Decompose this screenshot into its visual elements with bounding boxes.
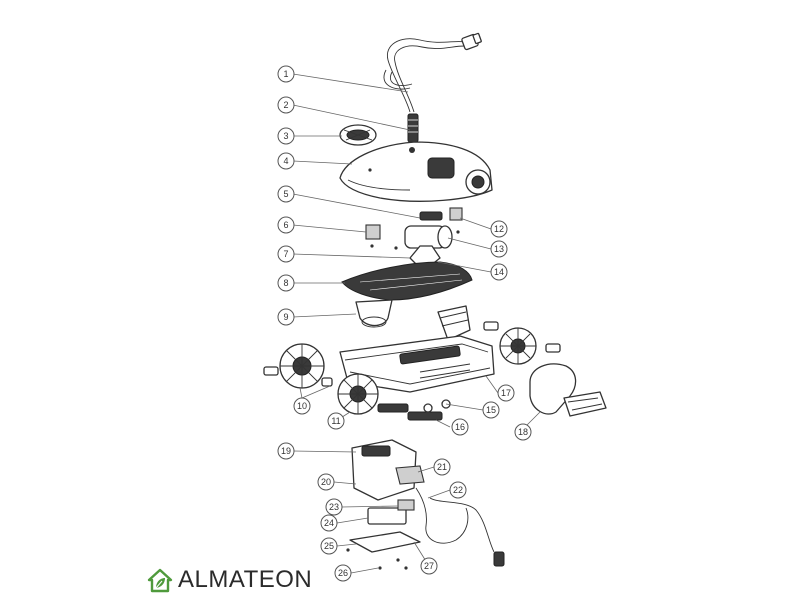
callout-26: 26 xyxy=(334,564,352,582)
callout-6: 6 xyxy=(277,216,295,234)
brand-name: ALMATEON xyxy=(178,566,313,593)
part-power-supply xyxy=(349,439,505,567)
brand-logo: ALMATEON xyxy=(146,566,312,594)
svg-text:25: 25 xyxy=(324,541,334,551)
callout-10: 10 xyxy=(293,397,311,415)
svg-text:12: 12 xyxy=(494,224,504,234)
callout-16: 16 xyxy=(451,418,469,436)
svg-text:15: 15 xyxy=(486,405,496,415)
callout-15: 15 xyxy=(482,401,500,419)
svg-text:16: 16 xyxy=(455,422,465,432)
callout-25: 25 xyxy=(320,537,338,555)
svg-text:7: 7 xyxy=(283,249,288,259)
svg-text:13: 13 xyxy=(494,244,504,254)
callout-4: 4 xyxy=(277,152,295,170)
callout-20: 20 xyxy=(317,473,335,491)
callout-7: 7 xyxy=(277,245,295,263)
svg-text:27: 27 xyxy=(424,561,434,571)
callout-2: 2 xyxy=(277,96,295,114)
part-floating-cable xyxy=(383,32,482,113)
part-swivel xyxy=(407,113,419,143)
callout-9: 9 xyxy=(277,308,295,326)
part-top-cover xyxy=(339,141,493,202)
svg-text:5: 5 xyxy=(283,189,288,199)
svg-text:20: 20 xyxy=(321,477,331,487)
part-filter-grid xyxy=(341,261,473,301)
callout-1: 1 xyxy=(277,65,295,83)
part-screws xyxy=(346,548,408,570)
callout-3: 3 xyxy=(277,127,295,145)
callout-14: 14 xyxy=(490,263,508,281)
callout-12: 12 xyxy=(490,220,508,238)
callout-17: 17 xyxy=(497,384,515,402)
callout-22: 22 xyxy=(449,481,467,499)
part-motor-assembly xyxy=(365,207,463,267)
svg-text:18: 18 xyxy=(518,427,528,437)
callout-8: 8 xyxy=(277,274,295,292)
callout-5: 5 xyxy=(277,185,295,203)
part-filter-bags xyxy=(529,363,607,417)
svg-text:24: 24 xyxy=(324,518,334,528)
callout-19: 19 xyxy=(277,442,295,460)
callout-11: 11 xyxy=(327,412,345,430)
svg-text:14: 14 xyxy=(494,267,504,277)
svg-text:10: 10 xyxy=(297,401,307,411)
svg-text:2: 2 xyxy=(283,100,288,110)
svg-text:22: 22 xyxy=(453,485,463,495)
callout-18: 18 xyxy=(514,423,532,441)
leader-lines xyxy=(292,73,541,574)
svg-text:23: 23 xyxy=(329,502,339,512)
part-impeller-cap xyxy=(339,124,377,146)
svg-text:19: 19 xyxy=(281,446,291,456)
callout-21: 21 xyxy=(433,458,451,476)
svg-text:8: 8 xyxy=(283,278,288,288)
svg-text:3: 3 xyxy=(283,131,288,141)
svg-text:21: 21 xyxy=(437,462,447,472)
svg-text:26: 26 xyxy=(338,568,348,578)
svg-text:11: 11 xyxy=(331,416,340,426)
callout-24: 24 xyxy=(320,514,338,532)
part-brushes xyxy=(377,399,451,421)
callout-23: 23 xyxy=(325,498,343,516)
svg-text:4: 4 xyxy=(283,156,288,166)
svg-text:6: 6 xyxy=(283,220,288,230)
part-wheels xyxy=(263,321,561,415)
part-intake-flap xyxy=(355,299,471,341)
svg-text:9: 9 xyxy=(283,312,288,322)
callout-27: 27 xyxy=(420,557,438,575)
svg-text:17: 17 xyxy=(501,388,511,398)
house-leaf-icon xyxy=(147,568,173,593)
callout-13: 13 xyxy=(490,240,508,258)
svg-text:1: 1 xyxy=(283,69,288,79)
